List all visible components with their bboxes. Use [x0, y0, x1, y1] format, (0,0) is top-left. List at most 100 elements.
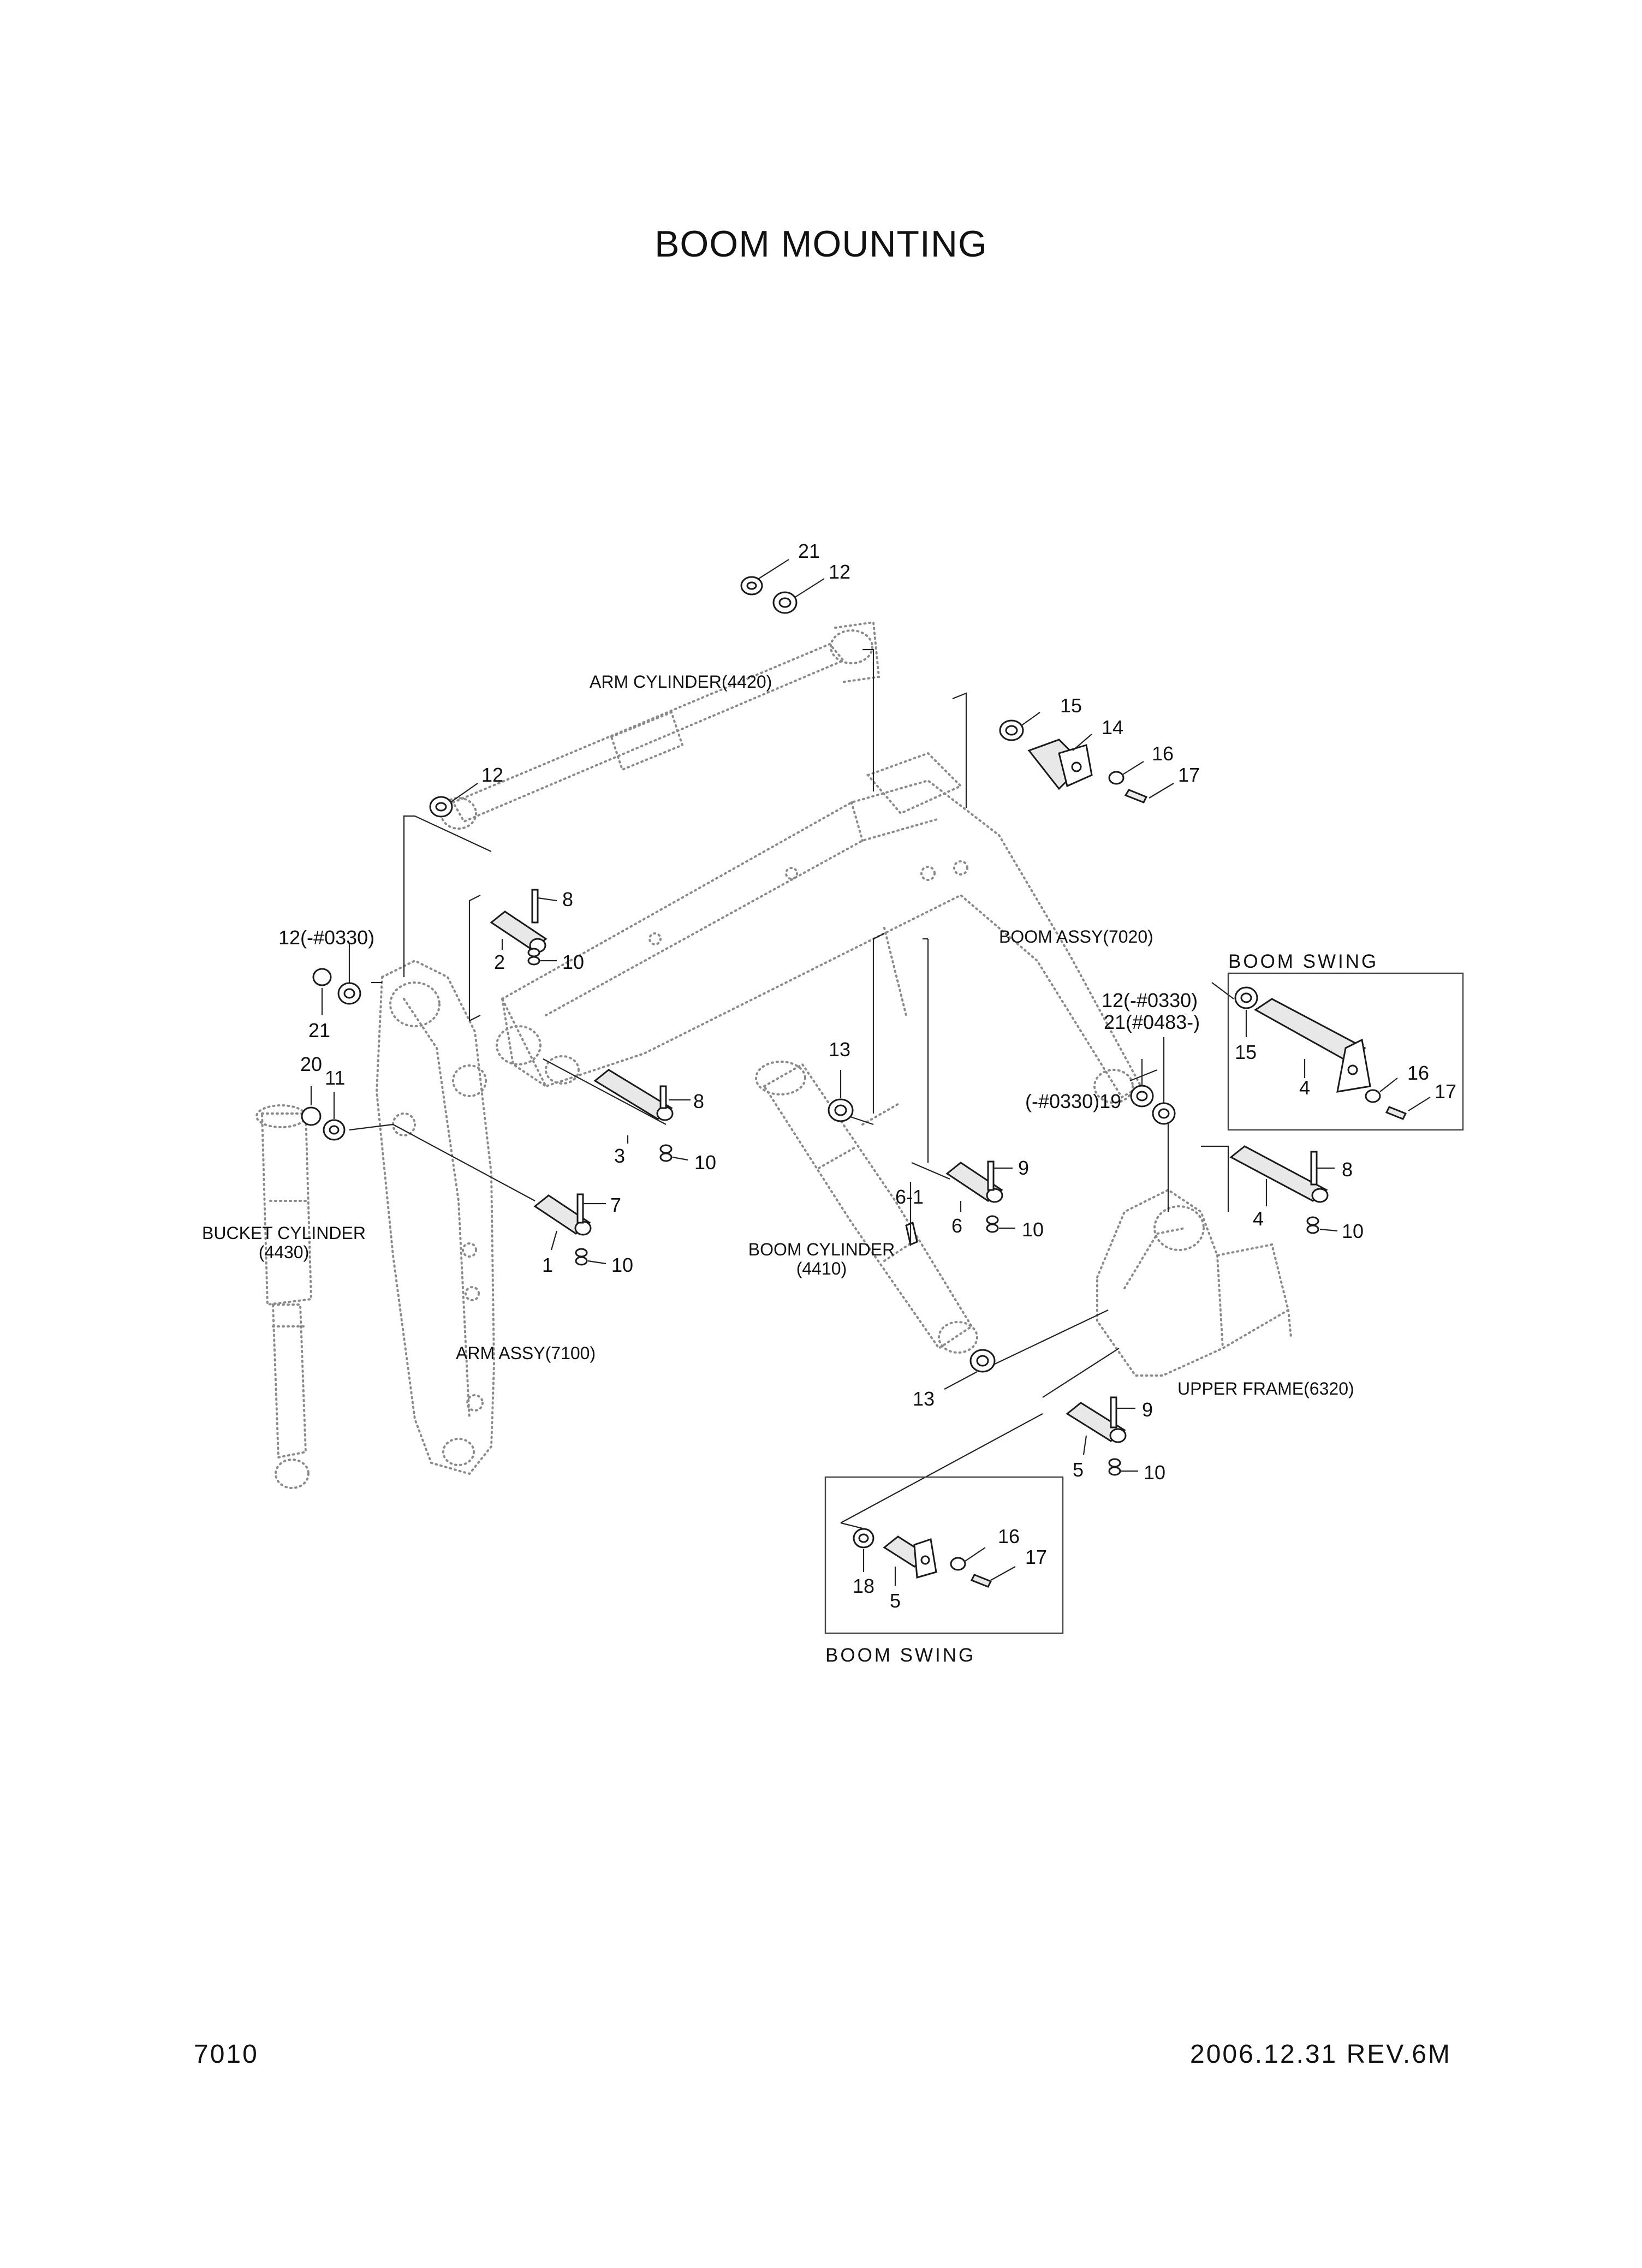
callout-5-swing: 5 [890, 1590, 901, 1612]
boom-assy-outline [496, 752, 1143, 1104]
bolt-9-pin5 [1110, 1396, 1117, 1428]
shim-15-swing-hole [1240, 992, 1252, 1003]
callout-11: 11 [325, 1067, 345, 1089]
callout-9-pin6: 9 [1018, 1157, 1029, 1179]
nut-10-pin3-b [659, 1152, 673, 1162]
bolt-17-swing [1385, 1106, 1407, 1120]
revision-date: 2006.12.31 REV.6M [1190, 2040, 1451, 2069]
callout-10-pin5: 10 [1144, 1461, 1165, 1484]
washer-16-swing [1365, 1089, 1381, 1103]
shim-12-right-hole [1136, 1091, 1148, 1102]
bolt-7 [576, 1193, 584, 1224]
callout-10-pin4: 10 [1342, 1220, 1364, 1242]
bolt-8-pin2 [531, 889, 539, 924]
bucket-cylinder-outline [255, 1104, 313, 1489]
nut-10-pin1-a [575, 1248, 588, 1258]
pin-1 [533, 1194, 591, 1235]
pin-14-plate-hole [1071, 761, 1082, 772]
boom-swing-title-top: BOOM SWING [1228, 951, 1378, 972]
callout-leaders [310, 559, 1431, 1586]
callout-12-serial-right: 12(-#0330) [1102, 989, 1198, 1011]
washer-18-hole [858, 1533, 869, 1543]
washer-19-hole [1158, 1108, 1170, 1119]
arm-assy-outline [375, 959, 496, 1475]
callout-13-lower: 13 [913, 1388, 935, 1410]
washer-16-swing-bottom [950, 1557, 966, 1571]
callout-17-swing: 17 [1435, 1080, 1456, 1103]
label-bucket-cylinder-1: BUCKET CYLINDER [202, 1223, 366, 1243]
washer-21-left [312, 968, 332, 986]
callout-3: 3 [614, 1145, 625, 1167]
washer-16-top [1108, 771, 1125, 785]
callout-10-pin2: 10 [562, 951, 584, 973]
pin-4-swing [1254, 998, 1366, 1063]
callout-16-swing-bottom: 16 [998, 1525, 1020, 1547]
callout-1: 1 [542, 1254, 553, 1276]
washer-20 [301, 1106, 322, 1126]
callout-7: 7 [610, 1194, 621, 1216]
shim-12-arm-hole [435, 802, 447, 812]
upper-frame-outline [1096, 1188, 1292, 1377]
callout-13-upper: 13 [829, 1038, 850, 1061]
shim-13-lower-hole [976, 1355, 989, 1367]
shim-15-top-hole [1005, 725, 1018, 736]
callout-17-top: 17 [1178, 764, 1200, 786]
callout-5: 5 [1073, 1459, 1084, 1481]
callout-20: 20 [300, 1053, 322, 1075]
washer-21-top-hole [746, 581, 757, 590]
boom-swing-title-bottom: BOOM SWING [825, 1645, 975, 1666]
callout-16-top: 16 [1152, 742, 1174, 765]
callout-10-pin1: 10 [611, 1254, 633, 1276]
callout-8-pin4: 8 [1342, 1158, 1353, 1181]
callout-12-top: 12 [829, 561, 850, 583]
pin-3-end [656, 1106, 674, 1121]
callout-14-top: 14 [1102, 716, 1123, 739]
page-title: BOOM MOUNTING [655, 223, 987, 265]
nut-10-pin3-a [659, 1144, 673, 1154]
shim-12-left-hole [343, 988, 355, 999]
callout-4-swing: 4 [1299, 1076, 1310, 1099]
callout-15-top: 15 [1060, 694, 1082, 717]
label-boom-cylinder-1: BOOM CYLINDER [748, 1240, 895, 1259]
callout-6-1: 6-1 [895, 1186, 924, 1208]
label-upper-frame: UPPER FRAME(6320) [1177, 1379, 1354, 1398]
boom-cylinder-outline [755, 1061, 978, 1354]
callout-8-pin3: 8 [693, 1090, 704, 1112]
page-code: 7010 [194, 2040, 259, 2069]
callout-18: 18 [853, 1575, 874, 1597]
callout-10-pin3: 10 [694, 1151, 716, 1174]
bolt-9-pin6 [987, 1160, 995, 1191]
label-boom-assy: BOOM ASSY(7020) [999, 927, 1153, 947]
callout-17-swing-bottom: 17 [1025, 1546, 1047, 1568]
pin-4-end [1311, 1188, 1329, 1203]
bolt-8-pin4 [1310, 1151, 1318, 1186]
nut-10-pin2-b [527, 956, 540, 966]
callout-2: 2 [494, 951, 505, 973]
grease-nipple-6-1 [905, 1221, 918, 1246]
label-boom-cylinder-2: (4410) [796, 1259, 847, 1278]
callout-6: 6 [951, 1215, 962, 1237]
arm-cylinder-outline [440, 621, 881, 830]
callout-12-arm: 12 [481, 764, 503, 786]
bolt-17-top [1124, 789, 1148, 803]
callout-21-top: 21 [798, 540, 820, 562]
pin-1-end [574, 1221, 592, 1236]
callout-19-serial: (-#0330)19 [1025, 1090, 1121, 1112]
pin-5 [1066, 1402, 1126, 1442]
callout-10-pin6: 10 [1022, 1218, 1044, 1241]
pin-6-end [986, 1188, 1003, 1203]
nut-10-pin5-a [1108, 1458, 1121, 1468]
label-arm-cylinder: ARM CYLINDER(4420) [590, 672, 772, 692]
shim-12-top-hole [778, 597, 792, 608]
callout-15-swing: 15 [1235, 1041, 1257, 1063]
nut-10-pin6-b [986, 1223, 999, 1233]
label-arm-assy: ARM ASSY(7100) [456, 1343, 596, 1363]
pin-4 [1229, 1145, 1328, 1202]
nut-10-pin2-a [527, 948, 540, 957]
assembly-leader-lines [349, 648, 1234, 1529]
nut-10-pin6-a [986, 1215, 999, 1225]
callout-16-swing: 16 [1407, 1062, 1429, 1084]
callout-12-serial-left: 12(-#0330) [278, 926, 374, 949]
nut-10-pin4-b [1306, 1224, 1319, 1234]
